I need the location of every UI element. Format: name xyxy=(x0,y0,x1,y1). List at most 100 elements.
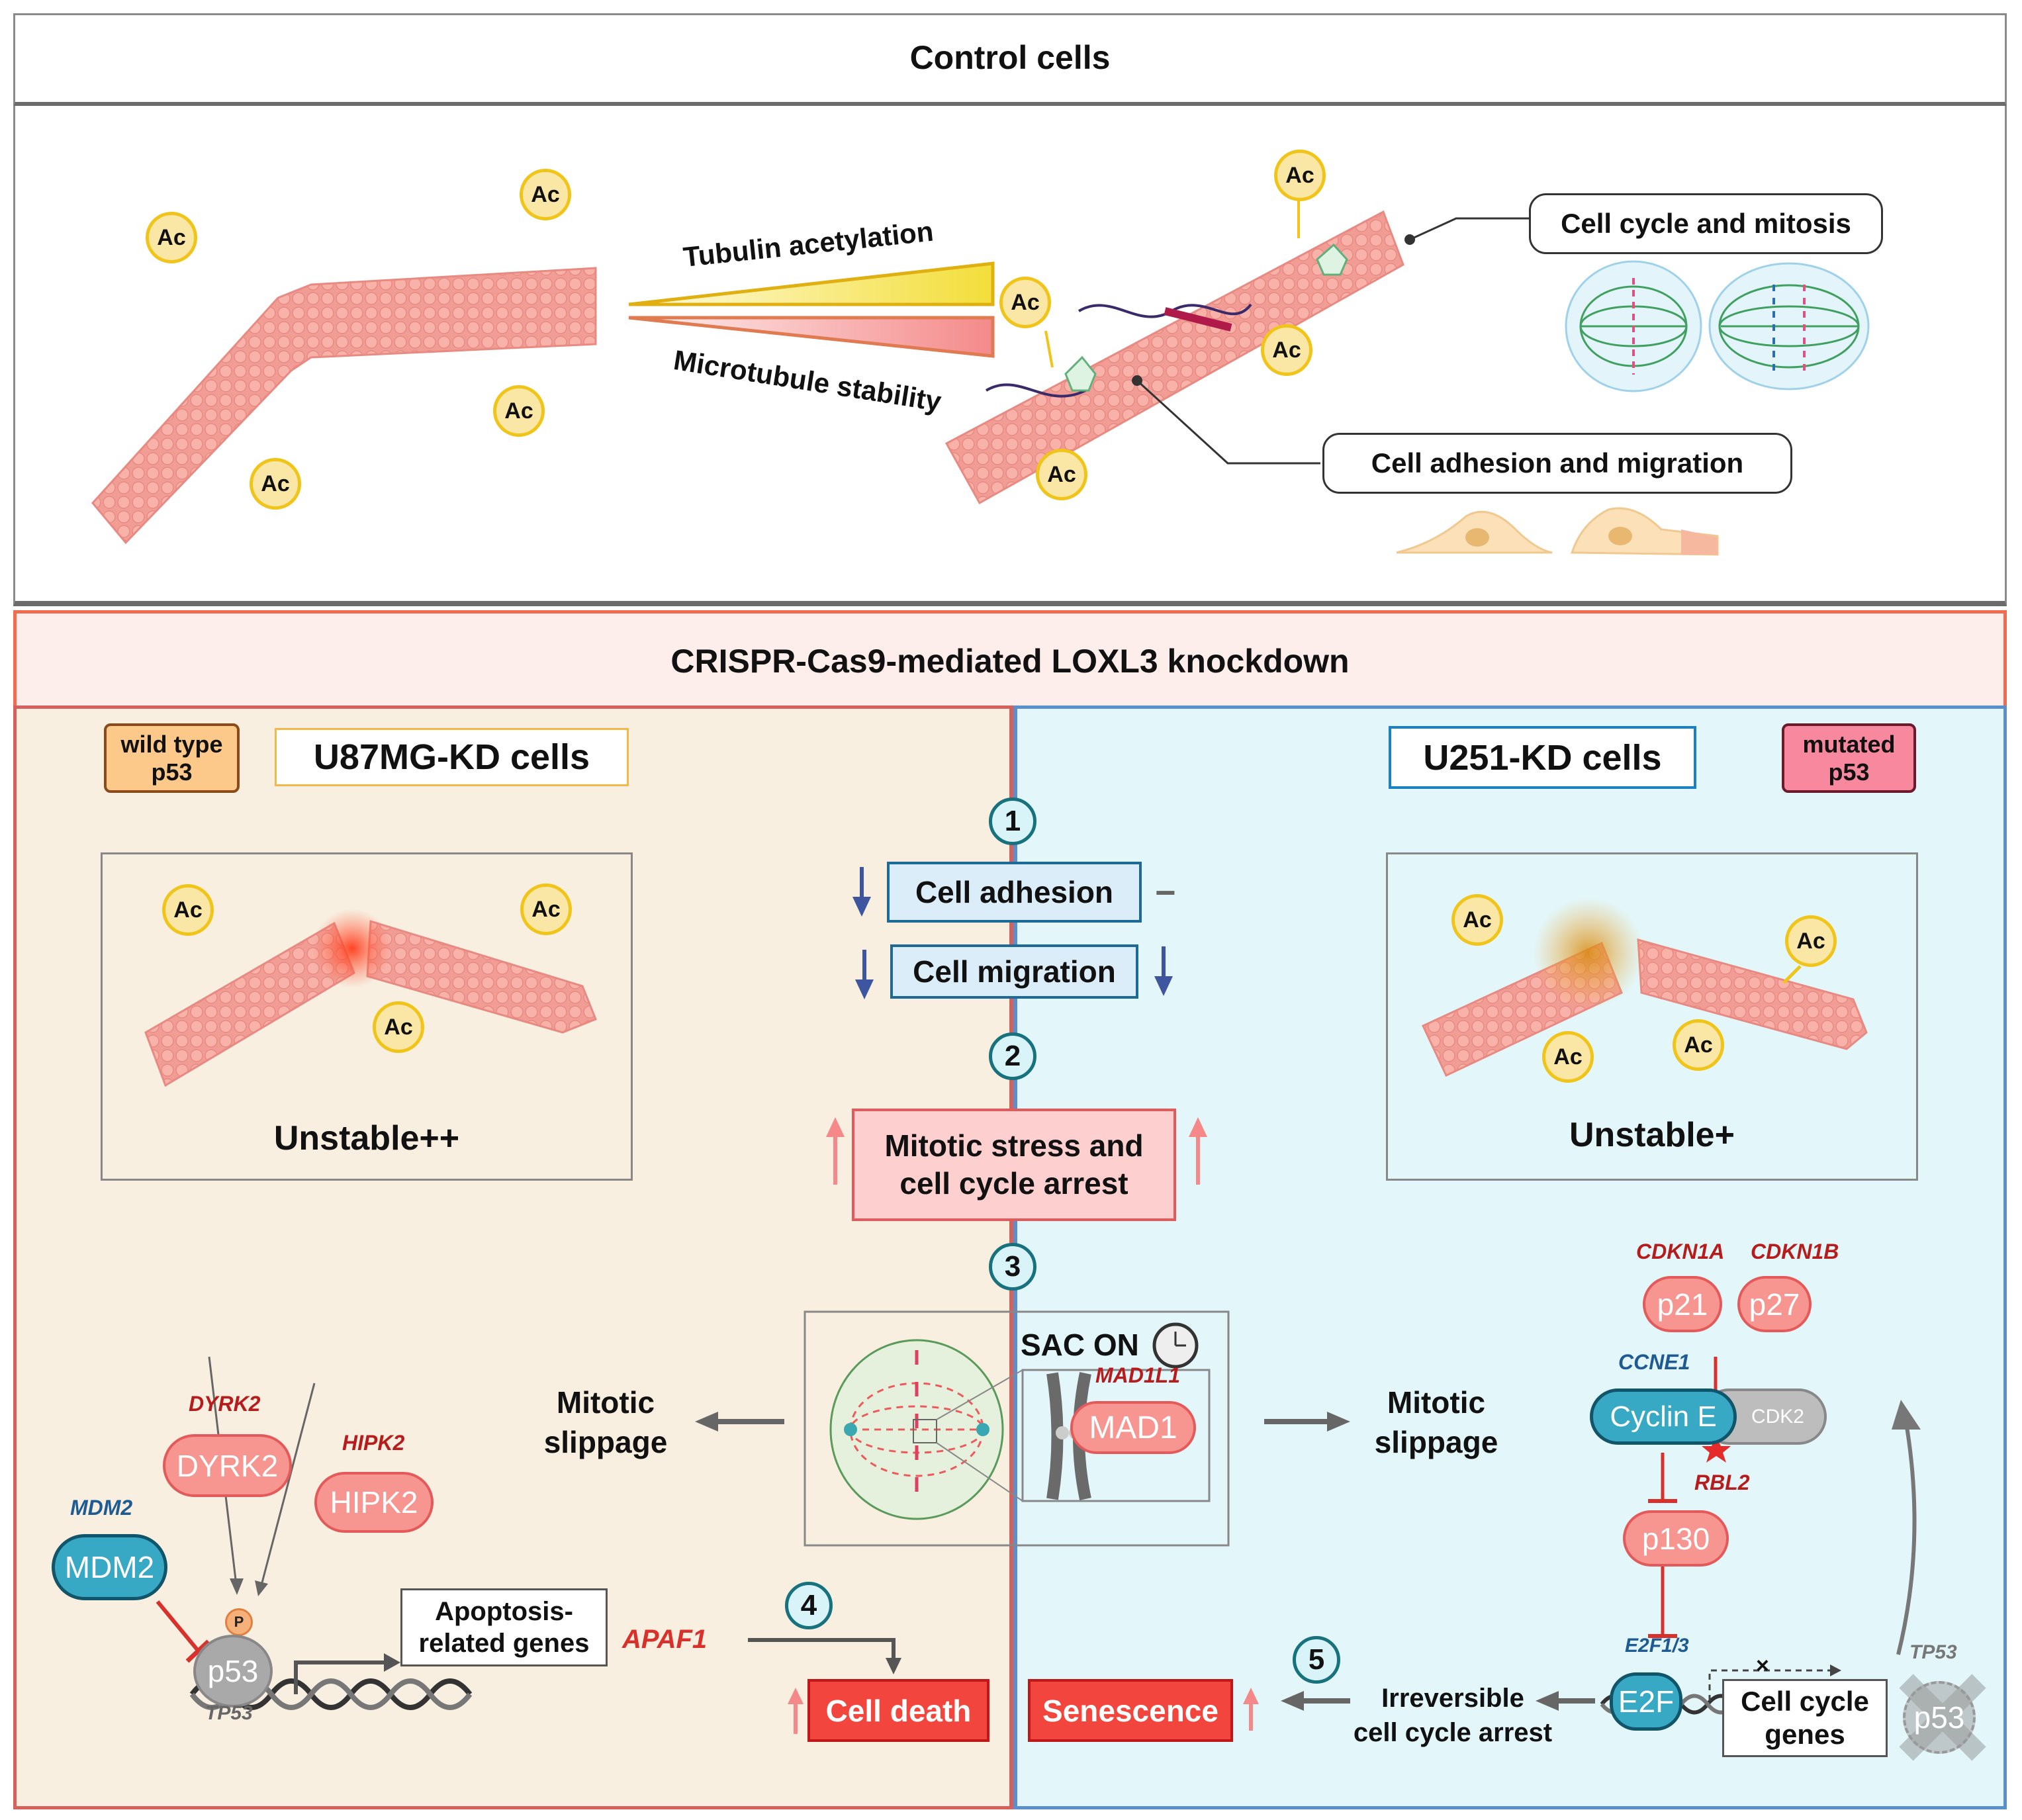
apaf1-gene-label: APAF1 xyxy=(622,1625,708,1654)
slippage-line: Mitotic xyxy=(1387,1385,1486,1420)
u251-status: Unstable+ xyxy=(1569,1116,1735,1154)
blocked-transcription-marker: × xyxy=(1756,1653,1769,1678)
arrow-left-icon xyxy=(1281,1691,1350,1711)
acetyl-marker: Ac xyxy=(1261,324,1312,376)
acetyl-marker: Ac xyxy=(1451,894,1503,946)
increase-arrow-icon xyxy=(788,1688,804,1734)
mutated-p53-badge: mutated p53 xyxy=(1782,723,1916,793)
u87mg-title: U87MG-KD cells xyxy=(275,728,629,786)
apoptosis-line: related genes xyxy=(418,1629,590,1658)
callout-cell-cycle-mitosis: Cell cycle and mitosis xyxy=(1529,193,1883,254)
kinetochore-inset-box xyxy=(1021,1369,1211,1502)
cell-death-outcome: Cell death xyxy=(807,1679,989,1742)
knockdown-header xyxy=(13,610,2007,709)
hipk2-gene-label: HIPK2 xyxy=(342,1431,405,1455)
wild-type-p53-badge: wild type p53 xyxy=(104,723,240,793)
mitotic-stress-line: Mitotic stress and xyxy=(884,1128,1144,1163)
control-panel-title: Control cells xyxy=(909,39,1111,76)
mitotic-stress-box: Mitotic stress and cell cycle arrest xyxy=(852,1109,1176,1221)
acetyl-marker: Ac xyxy=(1785,915,1837,967)
stable-microtubule xyxy=(944,210,1404,505)
acetyl-marker: Ac xyxy=(250,458,301,510)
no-change-indicator: − xyxy=(1155,873,1176,913)
mdm2-protein: MDM2 xyxy=(52,1534,167,1600)
u87mg-microtubule-box xyxy=(101,852,633,1181)
slippage-line: slippage xyxy=(1374,1424,1498,1459)
arrest-line: cell cycle arrest xyxy=(1353,1718,1553,1747)
control-title-bar xyxy=(13,13,2007,107)
mitotic-stress-line: cell cycle arrest xyxy=(899,1166,1128,1201)
acetyl-marker: Ac xyxy=(1274,150,1326,201)
slippage-line: Mitotic xyxy=(556,1385,655,1420)
arrow-left-icon xyxy=(695,1412,784,1432)
mad1l1-gene-label: MAD1L1 xyxy=(1095,1363,1181,1387)
irreversible-arrest-label: Irreversible cell cycle arrest xyxy=(1340,1681,1565,1750)
cell-cycle-genes-line: genes xyxy=(1765,1719,1845,1750)
acetyl-marker: Ac xyxy=(520,884,572,935)
mitotic-slippage-left: Mitotic slippage xyxy=(523,1383,688,1463)
mdm2-gene-label: MDM2 xyxy=(70,1496,133,1520)
cdkn1b-gene-label: CDKN1B xyxy=(1751,1240,1839,1263)
e2f13-gene-label: E2F1/3 xyxy=(1625,1635,1689,1657)
arrow-right-icon xyxy=(1264,1412,1350,1432)
tp53-gene-label-left: TP53 xyxy=(205,1702,253,1724)
p53-protein-mutated: p53 xyxy=(1903,1681,1976,1754)
decrease-arrow-icon xyxy=(852,867,871,917)
migrating-cell-icon xyxy=(1396,507,1719,556)
mitotic-slippage-right: Mitotic slippage xyxy=(1354,1383,1519,1463)
decrease-arrow-icon xyxy=(855,950,874,999)
cell-cycle-genes-box: Cell cycle genes xyxy=(1722,1679,1888,1757)
hipk2-protein: HIPK2 xyxy=(314,1472,434,1533)
clock-icon xyxy=(1152,1322,1199,1369)
cdkn1a-gene-label: CDKN1A xyxy=(1636,1240,1725,1263)
u87mg-status: Unstable++ xyxy=(273,1119,460,1158)
mitosis-spindle-icon xyxy=(1565,260,1870,392)
step-number-2: 2 xyxy=(989,1032,1036,1080)
acetyl-marker: Ac xyxy=(999,277,1051,328)
microtubule-stability-wedge xyxy=(628,316,995,358)
mitosis-inset-box xyxy=(804,1310,1230,1547)
inhibition-line xyxy=(1648,1565,1677,1638)
sac-on-label: SAC ON xyxy=(1021,1328,1139,1362)
u251-microtubule-box xyxy=(1386,852,1918,1181)
acetyl-marker: Ac xyxy=(493,385,545,437)
decrease-arrow-icon xyxy=(1154,946,1173,996)
step-number-4: 4 xyxy=(785,1582,833,1629)
slippage-line: slippage xyxy=(543,1424,668,1459)
inhibition-line xyxy=(1648,1453,1677,1503)
acetyl-marker: Ac xyxy=(1673,1019,1724,1071)
right-panel-u251 xyxy=(1013,705,2007,1809)
p21-protein: p21 xyxy=(1643,1276,1722,1332)
senescence-outcome: Senescence xyxy=(1028,1679,1233,1742)
acetyl-marker: Ac xyxy=(373,1001,424,1053)
cell-migration-box: Cell migration xyxy=(890,944,1138,999)
acetyl-marker: Ac xyxy=(162,884,214,936)
e2f-protein: E2F xyxy=(1610,1672,1682,1731)
cell-cycle-genes-line: Cell cycle xyxy=(1741,1685,1869,1717)
apoptosis-genes-box: Apoptosis- related genes xyxy=(400,1588,608,1666)
tubulin-acetylation-wedge xyxy=(628,261,995,306)
tp53-gene-label-right: TP53 xyxy=(1909,1641,1957,1663)
p130-protein: p130 xyxy=(1623,1510,1729,1567)
acetyl-marker: Ac xyxy=(1036,449,1087,500)
p27-protein: p27 xyxy=(1737,1276,1812,1332)
step-number-1: 1 xyxy=(989,797,1036,845)
callout-cell-adhesion-migration: Cell adhesion and migration xyxy=(1322,433,1792,494)
acetyl-marker: Ac xyxy=(1542,1031,1594,1083)
apoptosis-line: Apoptosis- xyxy=(435,1597,573,1626)
badge-line: wild type xyxy=(120,731,223,758)
step-number-5: 5 xyxy=(1293,1636,1340,1684)
rbl2-gene-label: RBL2 xyxy=(1694,1471,1750,1494)
badge-line: p53 xyxy=(151,758,193,786)
u251-title: U251-KD cells xyxy=(1389,726,1696,789)
p53-protein-wt: p53 xyxy=(193,1635,273,1707)
badge-line: p53 xyxy=(1828,758,1870,786)
acetyl-marker: Ac xyxy=(146,212,197,263)
cyclin-e-protein: Cyclin E xyxy=(1590,1388,1737,1445)
arrest-line: Irreversible xyxy=(1381,1684,1524,1713)
step-number-3: 3 xyxy=(989,1243,1036,1291)
mad1-protein: MAD1 xyxy=(1070,1401,1196,1454)
